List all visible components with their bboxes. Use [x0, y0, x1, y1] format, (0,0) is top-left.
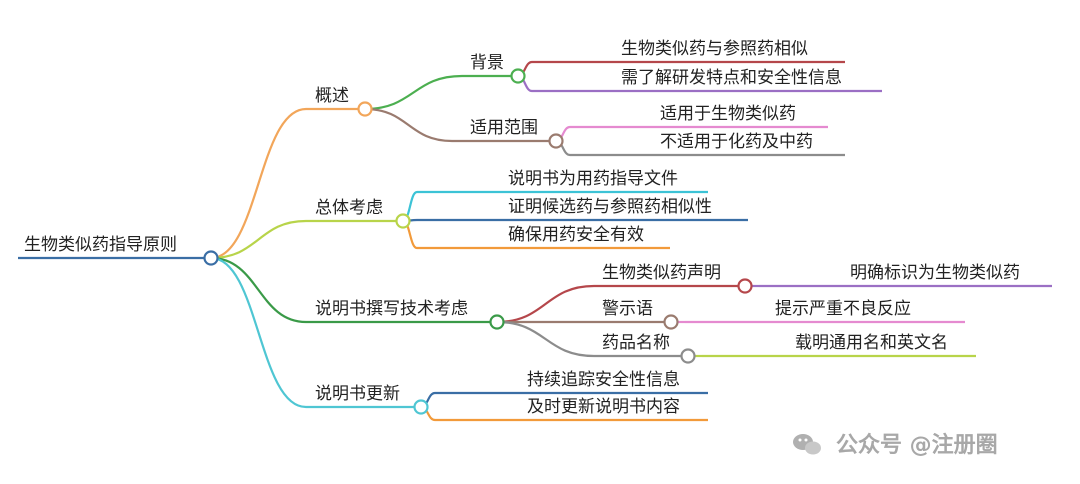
branch-1-label: 概述 [315, 86, 349, 106]
branch-3-child-3-edge [496, 320, 595, 358]
underlines [18, 60, 1052, 422]
branch-1-child-2-label: 适用范围 [470, 118, 538, 138]
branch-1-child-2-leaf-2-label: 不适用于化药及中药 [660, 132, 813, 152]
branch-3-child-1-node[interactable] [737, 278, 753, 294]
branch-3-edge [210, 256, 307, 324]
branch-2-label: 总体考虑 [315, 198, 383, 218]
branch-3-child-1-leaf-1-label: 明确标识为生物类似药 [850, 263, 1020, 283]
branch-3-child-3-leaf-1-label: 载明通用名和英文名 [795, 333, 948, 353]
branch-2-child-1-label: 说明书为用药指导文件 [508, 169, 678, 189]
branch-1-child-2-node[interactable] [548, 133, 564, 149]
nodes [203, 68, 753, 415]
branch-1-child-1-leaf-1-label: 生物类似药与参照药相似 [621, 39, 808, 59]
branch-3-child-2-label: 警示语 [602, 299, 653, 319]
branch-3-child-1-edge [496, 284, 595, 324]
branch-1-child-1-leaf-2-label: 需了解研发特点和安全性信息 [621, 68, 842, 88]
branch-4-edge [210, 256, 307, 409]
branch-1-child-2-leaf-1-label: 适用于生物类似药 [660, 104, 796, 124]
watermark: 公众号 @注册圈 [793, 432, 998, 458]
branch-1-child-1-node[interactable] [510, 68, 526, 84]
branch-2-child-3-label: 确保用药安全有效 [508, 225, 644, 245]
branch-3-label: 说明书撰写技术考虑 [315, 299, 468, 319]
branch-3-node[interactable] [489, 314, 505, 330]
watermark-text: 公众号 @注册圈 [836, 432, 998, 458]
branch-1-child-1-label: 背景 [470, 53, 504, 73]
branch-2-node[interactable] [395, 213, 411, 229]
root-node[interactable] [203, 250, 219, 266]
branch-3-child-2-node[interactable] [663, 314, 679, 330]
branch-2-edge [210, 219, 307, 260]
branch-4-node[interactable] [413, 399, 429, 415]
branch-1-child-2-edge [364, 107, 453, 143]
branch-1-node[interactable] [357, 101, 373, 117]
branch-4-child-2-label: 及时更新说明书内容 [527, 397, 680, 417]
branch-2-child-2-label: 证明候选药与参照药相似性 [508, 197, 712, 217]
branch-4-label: 说明书更新 [315, 384, 400, 404]
branch-3-child-2-leaf-1-label: 提示严重不良反应 [775, 299, 911, 319]
branch-4-child-1-label: 持续追踪安全性信息 [527, 370, 680, 390]
wechat-icon [793, 434, 821, 455]
labels: 生物类似药指导原则 概述 背景 生物类似药与参照药相似需了解研发特点和安全性信息适用范… [24, 39, 1020, 417]
branch-3-child-3-node[interactable] [680, 348, 696, 364]
branch-1-child-1-edge [364, 74, 463, 111]
branch-3-child-3-label: 药品名称 [602, 333, 670, 353]
branch-3-child-1-label: 生物类似药声明 [602, 263, 721, 283]
root-label: 生物类似药指导原则 [24, 235, 177, 255]
branch-1-edge [210, 107, 307, 260]
